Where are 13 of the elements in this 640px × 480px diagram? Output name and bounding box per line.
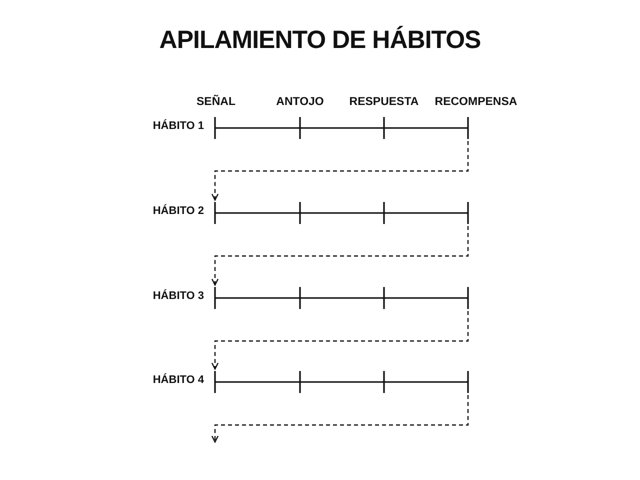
dashed-arrow	[211, 141, 469, 201]
habit-label: HÁBITO 3	[152, 290, 204, 302]
column-header: SEÑAL	[196, 96, 236, 108]
dashed-arrow	[211, 311, 469, 370]
habit-label: HÁBITO 2	[152, 205, 204, 217]
dashed-arrow	[211, 226, 469, 286]
dashed-arrow	[211, 395, 469, 443]
habit-label: HÁBITO 1	[152, 120, 204, 132]
column-header: ANTOJO	[275, 96, 325, 108]
column-header: RESPUESTA	[348, 96, 420, 108]
habit-label: HÁBITO 4	[152, 374, 204, 386]
title: APILAMIENTO DE HÁBITOS	[158, 26, 482, 55]
column-header: RECOMPENSA	[434, 96, 518, 108]
